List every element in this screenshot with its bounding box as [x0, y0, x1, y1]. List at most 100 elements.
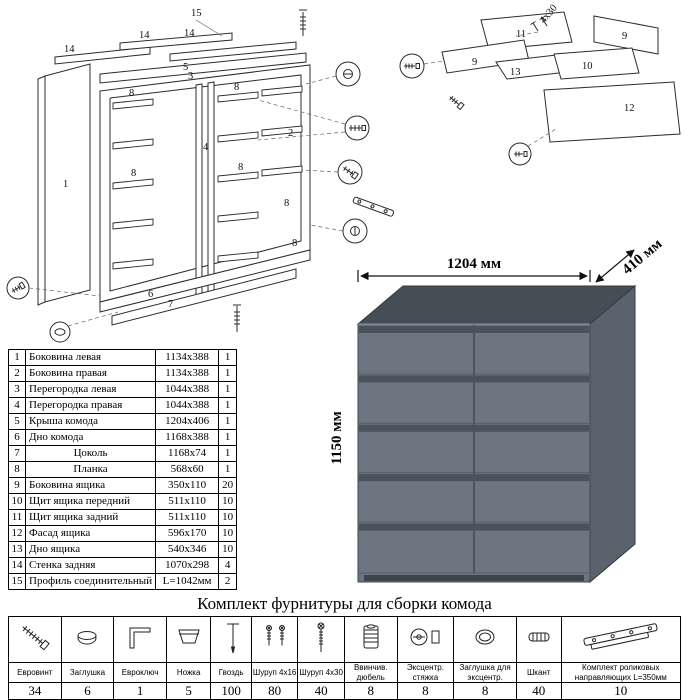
hardware-qty: 6	[60, 682, 115, 700]
depth-dimension-label: 410 мм	[619, 238, 665, 278]
euro-screw-callout-icon	[337, 159, 363, 185]
diagram-label: 14	[184, 28, 195, 39]
bolt-callout-icon	[508, 142, 532, 166]
diagram-label: 4	[203, 142, 209, 153]
width-dimension-label: 1204 мм	[447, 256, 501, 272]
hardware-kit-title: Комплект фурнитуры для сборки комода	[197, 594, 492, 613]
diagram-label: 6	[148, 289, 153, 300]
diagram-label: 2	[288, 128, 293, 139]
diagram-label: 14	[64, 44, 75, 55]
screw-callout-icon	[344, 115, 370, 141]
diagram-label: 10	[582, 61, 593, 72]
hardware-label: Евровинт	[8, 662, 62, 683]
roller-slide-icon	[352, 196, 395, 217]
foot-icon	[178, 629, 200, 644]
hardware-label: Шкант	[515, 662, 562, 683]
depth-dimension-line	[595, 249, 635, 283]
hardware-qty: 34	[8, 682, 62, 700]
diagram-label: 13	[510, 67, 521, 78]
cam-cover-icon	[475, 629, 495, 645]
cam-lock-callout-icon	[335, 61, 361, 87]
drawer-assembly-diagram: 11 9 9 13 10 12 4x30	[399, 4, 681, 166]
hardware-qty: 10	[560, 682, 681, 700]
diagram-label: 9	[622, 31, 627, 42]
diagram-label: 3	[188, 71, 193, 82]
small-screws-icon	[530, 16, 548, 32]
hardware-qty: 40	[297, 682, 345, 700]
hardware-label: Заглушка для эксцентр.	[453, 662, 517, 683]
diagram-label: 1	[63, 179, 68, 190]
dresser-plinth	[364, 575, 584, 581]
diagram-label: 11	[516, 29, 526, 40]
hardware-qty: 8	[453, 682, 517, 700]
diagram-label: 8	[131, 168, 136, 179]
main-assembly-diagram: 15 14 14 14 5 3 8 8 8 8 8 8 2 4 1 6 7	[6, 8, 395, 343]
hardware-label: Эксцентр. стяжка	[396, 662, 455, 683]
diagram-label: 8	[129, 88, 134, 99]
leader-lines	[28, 75, 346, 327]
hardware-table: Евровинт Заглушка Евроключ Ножка Гвоздь …	[8, 616, 681, 700]
hardware-label: Комплект роликовых направляющих L=350мм	[560, 662, 681, 683]
diagram-label: 14	[139, 30, 150, 41]
threaded-dowel-icon	[363, 624, 379, 649]
screw-4x30-icon	[317, 622, 325, 652]
screw-icon	[449, 95, 465, 111]
hardware-label: Шуруп 4x30	[297, 662, 345, 683]
drawer-rails	[112, 85, 303, 270]
screw-4x16-icon	[265, 625, 285, 646]
hardware-label: Шуруп 4x16	[250, 662, 299, 683]
width-dimension-line	[357, 270, 591, 282]
hardware-qty: 8	[343, 682, 398, 700]
hardware-labels-row: Евровинт Заглушка Евроключ Ножка Гвоздь …	[8, 662, 681, 683]
plug-icon	[77, 631, 97, 645]
hardware-qty: 1	[113, 682, 167, 700]
euro-screw-icon	[22, 626, 50, 651]
hardware-qty: 80	[250, 682, 299, 700]
hardware-label: Гвоздь	[210, 662, 252, 683]
hardware-label: Евроключ	[113, 662, 167, 683]
diagram-part-labels: 15 14 14 14 5 3 8 8 8 8 8 8 2 4 1 6 7	[63, 8, 297, 310]
hardware-label: Заглушка	[60, 662, 115, 683]
hardware-label: Ножка	[165, 662, 212, 683]
dresser-top	[356, 285, 637, 325]
drawer-fronts	[359, 325, 589, 574]
label-leader	[195, 19, 223, 37]
diagram-label: 15	[191, 8, 202, 19]
hardware-qty: 40	[515, 682, 562, 700]
diagram-label: 12	[624, 103, 635, 114]
hardware-label: Ввинчив. дюбель	[343, 662, 398, 683]
hardware-qty: 5	[165, 682, 212, 700]
hardware-qty: 100	[210, 682, 252, 700]
leader-lines	[423, 31, 557, 147]
dresser-render: 1204 мм 410 мм 1150 мм	[330, 238, 665, 584]
diagram-label: 8	[238, 162, 243, 173]
wood-dowel-icon	[528, 632, 550, 642]
screw-callout-icon-2	[6, 276, 30, 300]
cam-lock-icon	[410, 628, 440, 646]
confirmat-screw-icon	[233, 9, 307, 332]
diagram-label: 5	[183, 62, 188, 73]
diagram-label: 9	[472, 57, 477, 68]
hardware-qty-row: 34 6 1 5 100 80 40 8 8 8 40 10	[8, 682, 681, 700]
height-dimension-label: 1150 мм	[330, 411, 345, 464]
hardware-icons-row	[8, 616, 681, 663]
plug-callout-icon	[49, 321, 71, 343]
dresser-side	[589, 284, 636, 584]
diagram-label: 8	[284, 198, 289, 209]
